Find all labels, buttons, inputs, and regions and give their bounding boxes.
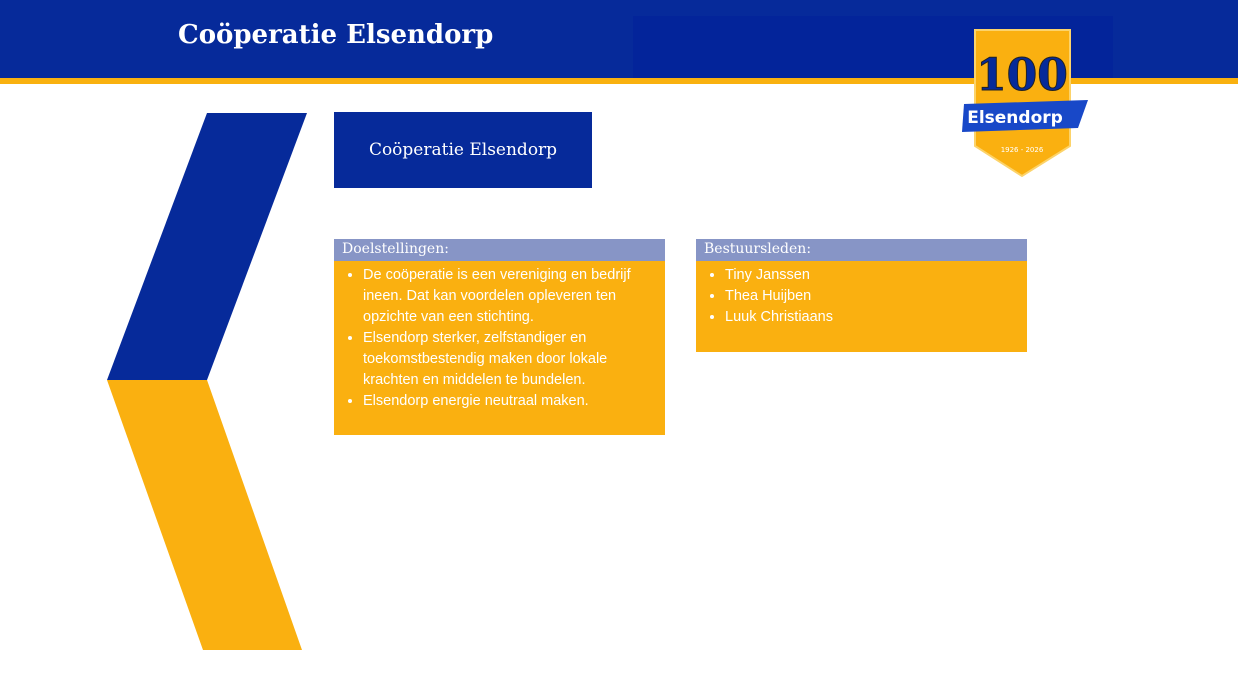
header-title: Coöperatie Elsendorp xyxy=(178,20,494,50)
list-item: Tiny Janssen xyxy=(725,265,1019,286)
list-item: Elsendorp sterker, zelfstandiger en toek… xyxy=(363,328,657,391)
anniversary-logo: 100 Elsendorp 1926 - 2026 xyxy=(962,29,1088,178)
logo-years: 1926 - 2026 xyxy=(1001,146,1044,154)
bestuursleden-heading: Bestuursleden: xyxy=(696,239,1027,261)
title-box: Coöperatie Elsendorp xyxy=(334,112,592,188)
list-item: Elsendorp energie neutraal maken. xyxy=(363,391,657,412)
bestuursleden-card: Bestuursleden: Tiny Janssen Thea Huijben… xyxy=(696,239,1027,352)
logo-number: 100 xyxy=(976,50,1068,101)
doelstellingen-card: Doelstellingen: De coöperatie is een ver… xyxy=(334,239,665,435)
list-item: De coöperatie is een vereniging en bedri… xyxy=(363,265,657,328)
logo-name: Elsendorp xyxy=(967,108,1063,128)
chevron-shape xyxy=(107,113,307,650)
doelstellingen-heading: Doelstellingen: xyxy=(334,239,665,261)
list-item: Luuk Christiaans xyxy=(725,307,1019,328)
header-accent-line xyxy=(0,78,1238,84)
list-item: Thea Huijben xyxy=(725,286,1019,307)
